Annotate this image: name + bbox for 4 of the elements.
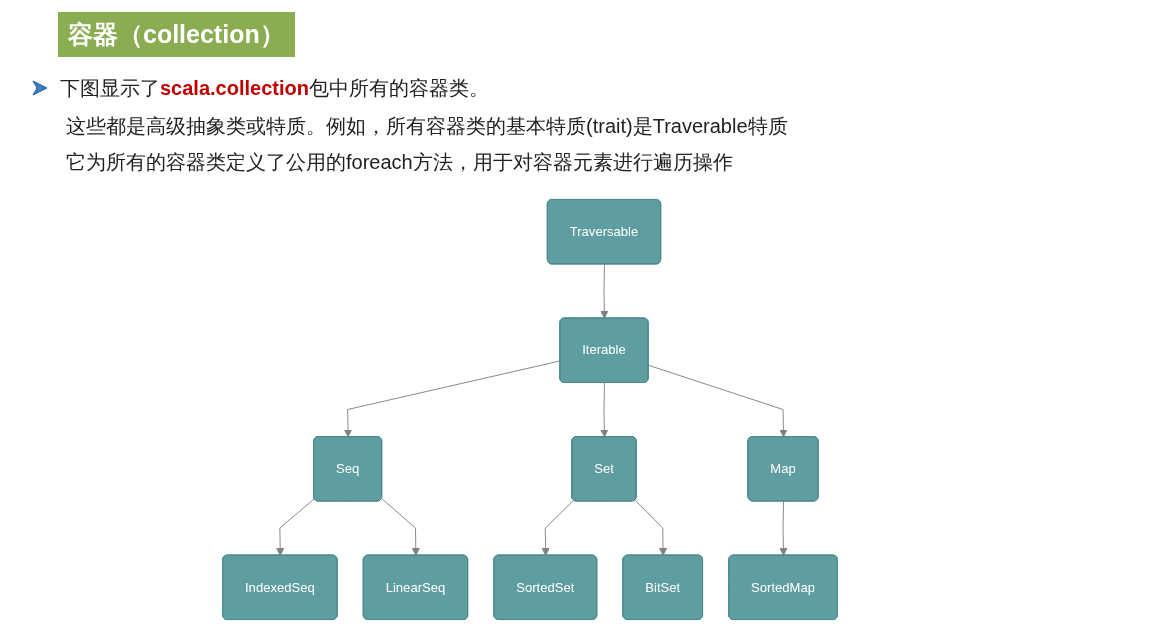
body-text: 它为所有的容器类定义了公用的foreach方法，用于对容器元素进行遍历操作 xyxy=(66,150,733,175)
bullet-text: 下图显示了scala.collection包中所有的容器类。 xyxy=(60,76,489,101)
body-text: 这些都是高级抽象类或特质。例如，所有容器类的基本特质(trait)是Traverable特质 xyxy=(66,114,788,139)
title-banner: 容器（collection） xyxy=(58,12,295,57)
